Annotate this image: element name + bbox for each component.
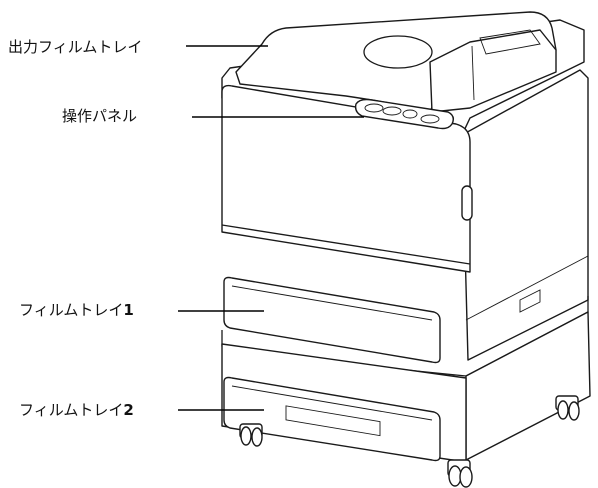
label-film-tray-1-number: 1: [123, 301, 134, 319]
side-handle: [461, 185, 473, 221]
panel-button: [420, 114, 440, 124]
label-film-tray-2-number: 2: [123, 401, 134, 419]
label-film-tray-2-text: フィルムトレイ: [19, 401, 124, 419]
panel-button: [382, 106, 402, 116]
control-panel: [354, 98, 455, 130]
panel-button: [364, 103, 384, 113]
panel-button: [402, 109, 418, 119]
printer-front-body: [221, 84, 471, 273]
caster-rear-right: [555, 395, 580, 421]
label-output-film-tray: 出力フィルムトレイ: [8, 38, 143, 56]
film-tray-1: [223, 276, 441, 364]
caster-front-left: [239, 423, 263, 447]
right-side-recess: [519, 289, 541, 313]
label-film-tray-1: フィルムトレイ1: [19, 301, 134, 319]
label-control-panel: 操作パネル: [62, 107, 138, 125]
printer-right-side: [461, 69, 589, 361]
label-film-tray-1-text: フィルムトレイ: [19, 301, 124, 319]
output-tray-disc: [363, 35, 433, 69]
film-tray-2: [223, 376, 441, 462]
film-tray-2-handle: [285, 405, 381, 437]
caster-front-right: [447, 459, 473, 488]
label-film-tray-2: フィルムトレイ2: [19, 401, 134, 419]
